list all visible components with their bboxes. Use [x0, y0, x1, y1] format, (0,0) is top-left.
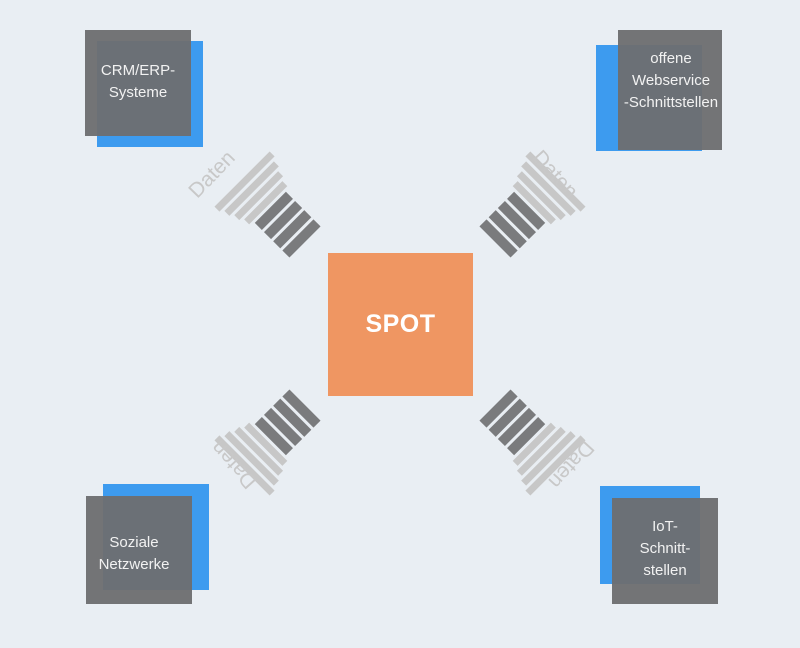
- node-square: [612, 498, 718, 604]
- node-square: [85, 30, 191, 136]
- node-label: CRM/ERP- Systeme: [100, 62, 176, 101]
- center-label: SPOT: [365, 310, 436, 338]
- node-label: offene Webservice -Schnittstellen: [623, 50, 719, 111]
- node-label: Soziale Netzwerke: [98, 534, 170, 573]
- node-square: [618, 30, 722, 150]
- node-label: IoT- Schnitt- stellen: [639, 518, 691, 579]
- funnel-connector-top-right: [467, 151, 586, 270]
- node-soziale-netzwerke: Soziale Netzwerke: [86, 484, 220, 608]
- center-spot-box: SPOT: [328, 253, 473, 396]
- node-webservice-schnittstellen: offene Webservice -Schnittstellen: [596, 30, 730, 154]
- node-square: [86, 496, 192, 604]
- node-crm-erp-systeme: CRM/ERP- Systeme: [85, 30, 219, 154]
- node-iot-schnittstellen: IoT- Schnitt- stellen: [600, 486, 734, 610]
